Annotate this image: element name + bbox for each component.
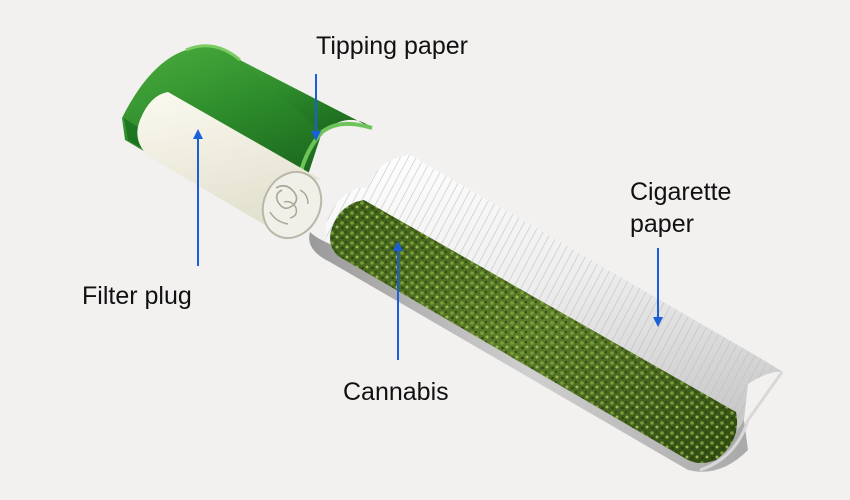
cigarette-paper-shape [309, 155, 784, 472]
cigarette-paper-label: Cigarette paper [630, 176, 731, 240]
cigarette-paper-label-line1: Cigarette [630, 178, 732, 206]
filter-plug-shape [137, 92, 323, 240]
cannabis-label: Cannabis [343, 378, 449, 406]
cigarette-paper-label-line2: paper [630, 210, 694, 238]
tipping-paper-label: Tipping paper [316, 32, 468, 60]
filter-plug-label: Filter plug [82, 282, 192, 310]
